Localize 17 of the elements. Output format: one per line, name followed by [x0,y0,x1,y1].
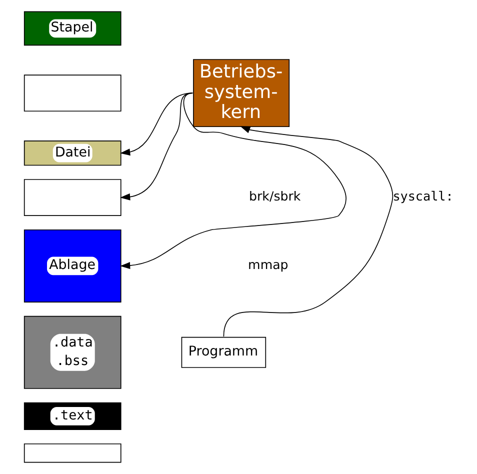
node-box [23,443,121,463]
node-box: .text [23,402,121,430]
node-box: Stapel [23,11,121,46]
node-box: Datei [23,140,121,166]
label: brk/sbrk [248,188,300,204]
arrow [120,92,193,156]
node-box: Ablage [23,229,121,302]
arrow [120,92,193,200]
edge-label: syscall: [392,188,453,204]
label: mmap [248,256,288,272]
node-box [23,179,121,216]
node-box: Betriebs- system- kern [192,59,290,128]
node-box: Programm [180,336,266,368]
arrow [120,92,346,270]
node-box: .data .bss [23,316,121,389]
arrow [222,126,393,337]
node-box [23,74,121,112]
